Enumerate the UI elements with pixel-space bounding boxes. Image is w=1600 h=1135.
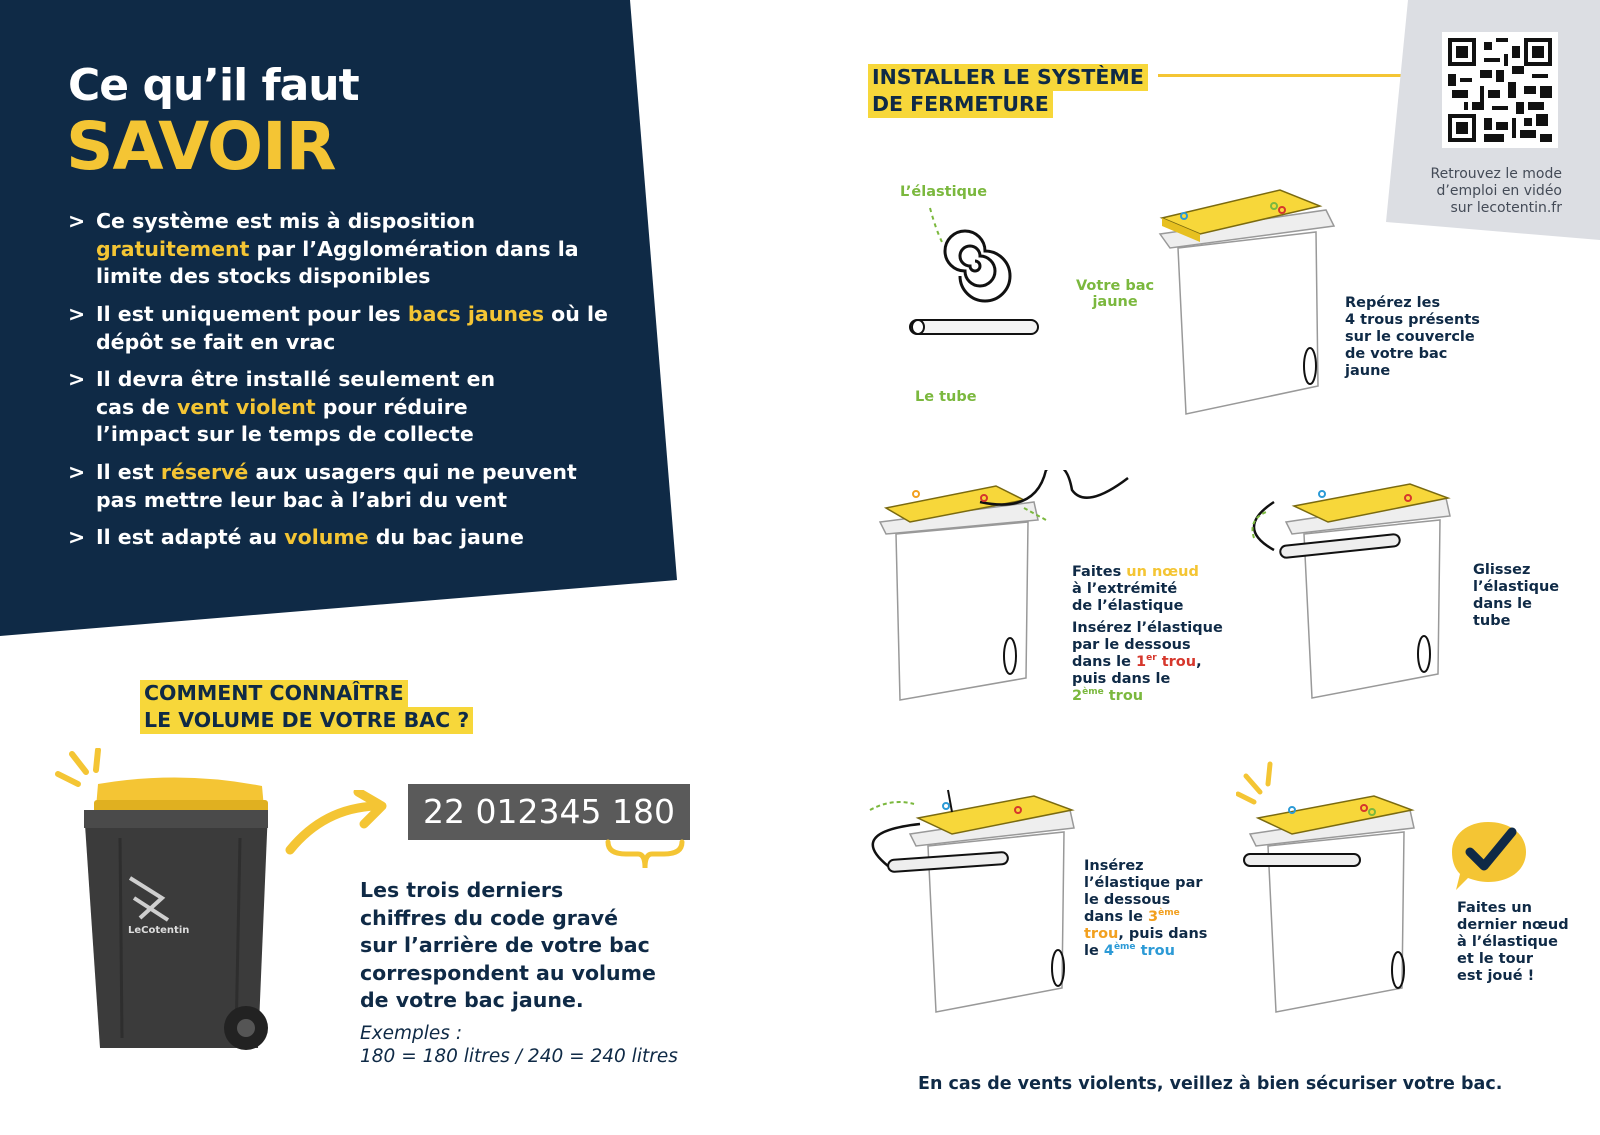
step2-caption-insert: Insérez l’élastique par le dessous dans … — [1072, 620, 1223, 704]
chevron-icon: > — [68, 367, 86, 391]
engraved-code: 22 012345 180 — [408, 784, 690, 840]
bin-step4-illustration — [869, 789, 1075, 1013]
bin-step2-illustration — [878, 470, 1129, 701]
elastic-label: L’élastique — [900, 184, 988, 200]
chevron-icon: > — [68, 209, 86, 233]
navy-panel — [0, 0, 677, 636]
footer-note: En cas de vents violents, veillez à bien… — [918, 1074, 1503, 1094]
step5-caption: Faites un dernier nœud à l’élastique et … — [1457, 900, 1569, 984]
chevron-icon: > — [68, 525, 86, 549]
bin-step3-illustration — [1251, 483, 1451, 699]
volume-examples: Exemples : 180 = 180 litres / 240 = 240 … — [360, 1023, 678, 1067]
qr-caption: Retrouvez le mode d’emploi en vidéo sur … — [1430, 166, 1562, 216]
step2-caption-knot: Faites un nœud à l’extrémité de l’élasti… — [1072, 564, 1199, 614]
install-section-title: INSTALLER LE SYSTÈME DE FERMETURE — [868, 64, 1148, 118]
step3-caption: Glissez l’élastique dans le tube — [1473, 562, 1560, 629]
brace-icon — [605, 839, 685, 869]
tube-label: Le tube — [915, 389, 977, 405]
elastic-tube-illustration — [909, 207, 1039, 335]
chevron-icon: > — [68, 460, 86, 484]
checkmark-bubble-icon — [1452, 822, 1526, 890]
headline-line2: SAVOIR — [66, 108, 337, 185]
bin-step5-illustration — [1236, 761, 1415, 1013]
bin-step1-illustration — [1158, 189, 1336, 415]
headline-line1: Ce qu’il faut — [68, 60, 360, 111]
sparkle-icon — [55, 748, 101, 787]
step4-caption: Insérez l’élastique par le dessous dans … — [1084, 858, 1208, 959]
grey-bin-illustration — [55, 748, 268, 1050]
volume-section-title: COMMENT CONNAÎTRE LE VOLUME DE VOTRE BAC… — [140, 680, 474, 734]
bin-logo-text: LeCotentin — [128, 925, 190, 936]
qr-code-icon — [1448, 38, 1552, 142]
bin-label: Votre bac jaune — [1076, 278, 1155, 310]
chevron-icon: > — [68, 302, 86, 326]
arrow-icon — [285, 790, 387, 855]
title-rule — [1158, 74, 1402, 77]
volume-explanation: Les trois derniers chiffres du code grav… — [360, 878, 656, 1012]
step1-caption: Repérez les 4 trous présents sur le couv… — [1345, 295, 1480, 379]
